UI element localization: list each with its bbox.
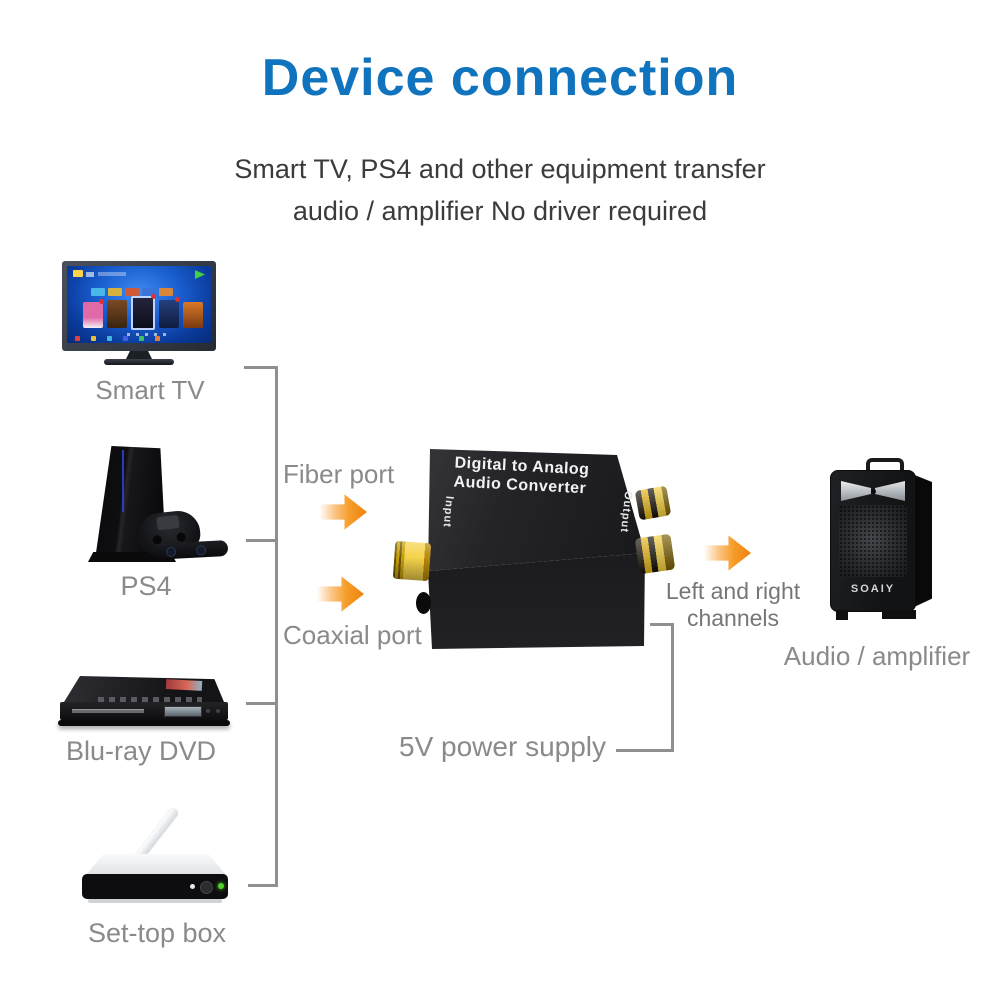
- speaker-tweeter-horn: [841, 481, 871, 501]
- tv-banner-thumb: [91, 288, 105, 296]
- bluray-base: [58, 720, 230, 726]
- connector-line-vertical: [275, 366, 278, 887]
- connector-stub-smart-tv: [244, 366, 276, 369]
- disc-tray: [72, 709, 144, 713]
- tv-banner-thumb: [125, 288, 139, 296]
- notification-badge: [99, 299, 104, 304]
- notification-badge: [151, 294, 156, 299]
- bluray-knob: [206, 709, 210, 713]
- page-subtitle: Smart TV, PS4 and other equipment transf…: [0, 148, 1000, 232]
- tv-app-icon: [91, 336, 96, 341]
- speaker-tweeter-horn: [875, 481, 905, 501]
- ps4-camera: [151, 540, 229, 560]
- tv-banner-thumb: [142, 288, 156, 296]
- channels-line-1: Left and right: [665, 578, 801, 604]
- settop-top-face: [85, 853, 227, 876]
- speaker-body: SOAIY: [830, 470, 916, 612]
- converter-name: Digital to Analog Audio Converter: [453, 453, 590, 498]
- tv-poster: [159, 300, 179, 328]
- fiber-port-label: Fiber port: [283, 459, 395, 489]
- notification-badge: [175, 297, 180, 302]
- speaker-handle: [866, 458, 904, 472]
- coaxial-input-jack: [392, 540, 432, 582]
- subtitle-line-1: Smart TV, PS4 and other equipment transf…: [234, 154, 766, 184]
- output-arrow-icon: [704, 535, 751, 571]
- tv-screen: [67, 266, 211, 343]
- tv-app-icon: [75, 336, 80, 341]
- settop-image: [76, 794, 234, 908]
- tv-menu-icon: [73, 270, 83, 277]
- settop-power-led: [218, 883, 224, 889]
- page-title: Device connection: [261, 49, 739, 107]
- tv-stand-base: [104, 359, 174, 365]
- smart-tv-image: [62, 261, 218, 369]
- speaker-foot: [836, 610, 848, 620]
- power-line-elbow: [650, 623, 674, 626]
- rca-jack-right-channel: [634, 533, 676, 575]
- smart-tv-label: Smart TV: [95, 375, 205, 405]
- power-line-horizontal: [616, 749, 674, 752]
- amplifier-label: Audio / amplifier: [783, 641, 971, 671]
- connector-stub-settop: [248, 884, 276, 887]
- speaker-tweeter-center: [871, 489, 876, 494]
- bluray-image: [58, 672, 232, 730]
- camera-lens: [195, 545, 207, 556]
- tv-stand-neck: [126, 351, 152, 359]
- settop-ir-sensor: [200, 881, 213, 894]
- controller-stick: [176, 532, 187, 543]
- converter-front-face: [428, 553, 645, 649]
- power-supply-label: 5V power supply: [399, 731, 607, 762]
- speaker-brand: SOAIY: [850, 583, 896, 595]
- tv-banner-thumb: [159, 288, 173, 296]
- optical-input-port: [416, 592, 431, 614]
- ps4-stand: [88, 552, 176, 562]
- speaker-foot: [882, 610, 916, 619]
- tv-app-icon: [139, 336, 144, 341]
- ps4-label: PS4: [120, 571, 172, 601]
- tv-carousel-dots: [127, 333, 167, 336]
- coaxial-port-label: Coaxial port: [283, 620, 422, 650]
- tv-poster-selected: [131, 296, 155, 330]
- rca-jack-left-channel: [634, 485, 672, 521]
- channels-label: Left and right channels: [648, 578, 818, 632]
- tv-poster: [107, 300, 127, 328]
- bluray-sticker: [165, 679, 203, 691]
- tv-poster: [83, 302, 103, 328]
- ps4-image: [82, 440, 282, 570]
- settop-front-panel: [82, 874, 228, 899]
- fiber-arrow-icon: [320, 494, 367, 530]
- converter-top-face: [428, 449, 645, 571]
- speaker-image: SOAIY: [826, 458, 938, 626]
- connector-stub-ps4: [246, 539, 276, 542]
- speaker-side-face: [912, 474, 932, 608]
- settop-button: [190, 884, 195, 889]
- bluray-knob: [216, 709, 220, 713]
- settop-label: Set-top box: [87, 918, 227, 948]
- camera-lens: [165, 546, 177, 558]
- dac-converter-image: Digital to Analog Audio Converter Input …: [392, 444, 686, 656]
- tv-poster: [183, 302, 203, 328]
- tv-menu-icon: [86, 272, 94, 277]
- connector-stub-bluray: [246, 702, 276, 705]
- bluray-label: Blu-ray DVD: [65, 736, 217, 766]
- speaker-grille: [839, 505, 907, 577]
- bluray-buttons: [98, 697, 202, 702]
- settop-base: [88, 899, 222, 903]
- power-line-vertical: [671, 623, 674, 752]
- tv-app-icon: [155, 336, 160, 341]
- ps4-light-bar: [122, 450, 124, 512]
- bluray-display: [164, 706, 202, 717]
- tv-banner-thumb: [108, 288, 122, 296]
- coaxial-arrow-icon: [317, 576, 364, 612]
- subtitle-line-2: audio / amplifier No driver required: [292, 196, 708, 226]
- tv-menu-text: [98, 272, 126, 276]
- bluray-front-panel: [60, 702, 228, 720]
- tv-brand-logo-icon: [195, 270, 205, 279]
- channels-line-2: channels: [686, 605, 780, 631]
- tv-app-icon: [123, 336, 128, 341]
- tv-app-icon: [107, 336, 112, 341]
- controller-touchpad: [156, 514, 180, 531]
